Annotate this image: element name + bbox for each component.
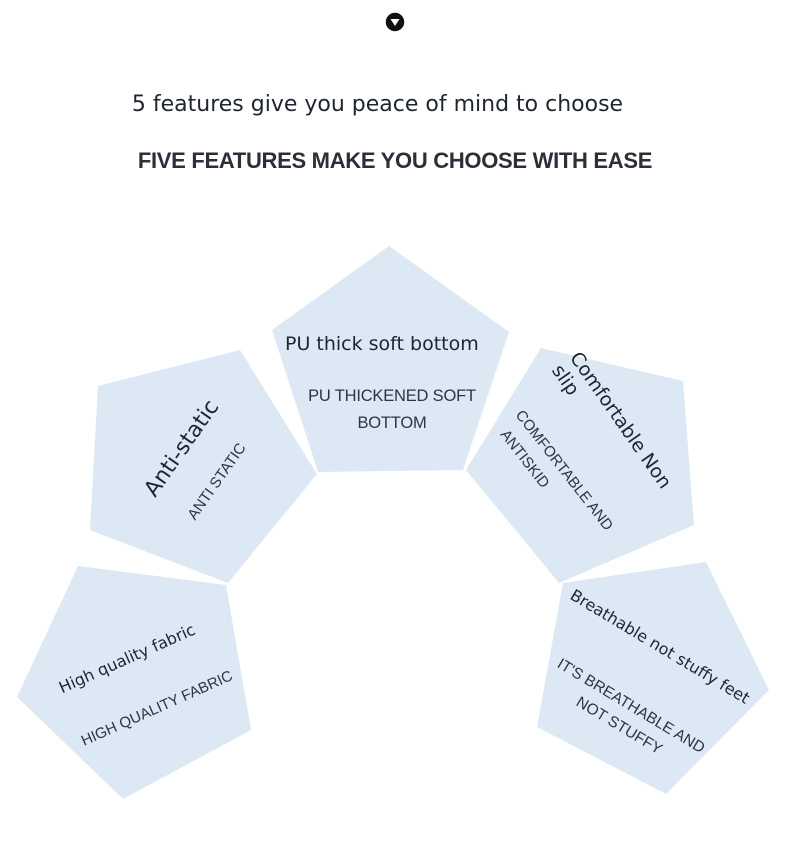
feature-panel-fabric	[17, 566, 251, 799]
feature-panel-pu-soft-bottom	[272, 246, 509, 472]
feature-panel-breathable	[537, 562, 769, 794]
feature-subtitle-pu-soft-bottom: PU THICKENED SOFT BOTTOM	[308, 387, 476, 432]
feature-panel-non-slip	[466, 348, 694, 583]
triangle-down-circle-icon[interactable]	[384, 11, 406, 33]
feature-panel-anti-static	[90, 350, 317, 583]
page-subtitle: FIVE FEATURES MAKE YOU CHOOSE WITH EASE	[137, 148, 653, 173]
page-title: 5 features give you peace of mind to cho…	[131, 92, 624, 117]
feature-title-pu-soft-bottom: PU thick soft bottom	[285, 333, 479, 355]
